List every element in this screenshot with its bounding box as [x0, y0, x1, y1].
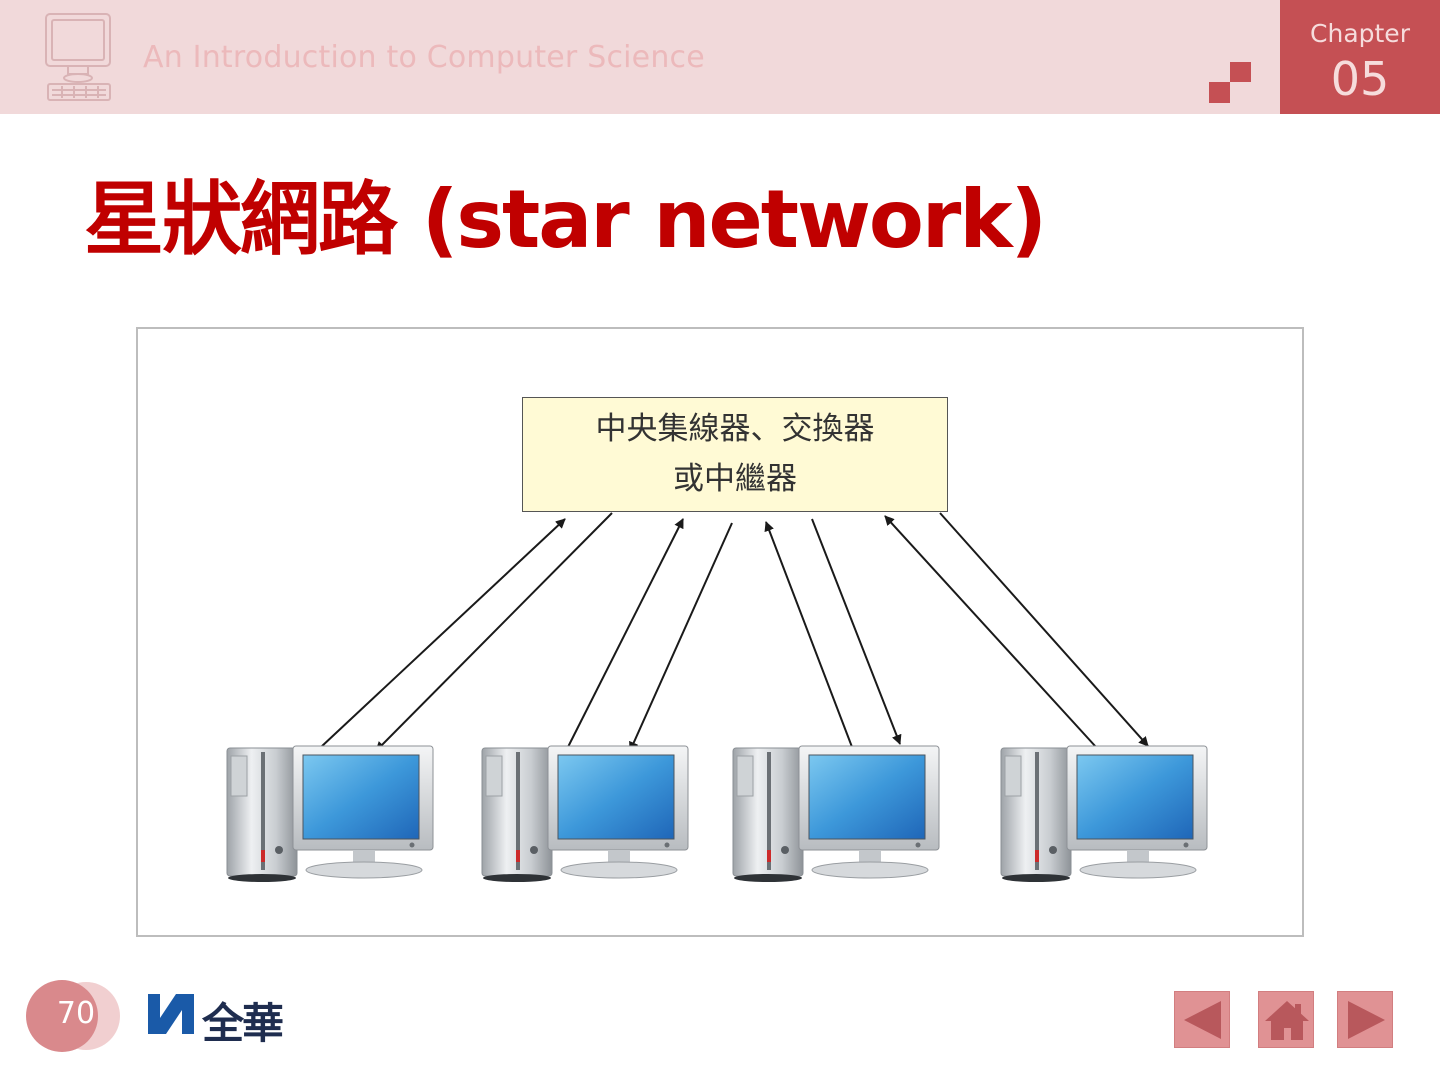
publisher-logo-icon	[146, 990, 196, 1038]
chapter-number: 05	[1280, 52, 1440, 106]
chapter-label: Chapter	[1280, 19, 1440, 48]
arrow-from-hub	[376, 513, 612, 751]
home-icon	[1259, 992, 1315, 1049]
hub-label-line-2: 或中繼器	[523, 454, 947, 504]
publisher-name: 全華	[202, 990, 282, 1051]
star-network-figure: 中央集線器、交換器 或中繼器	[136, 327, 1304, 937]
next-slide-button[interactable]	[1337, 991, 1393, 1048]
page-number: 70	[38, 996, 114, 1031]
arrow-from-hub	[630, 523, 732, 751]
triangle-right-icon	[1338, 992, 1394, 1049]
triangle-left-icon	[1175, 992, 1231, 1049]
computer-icon	[482, 746, 688, 882]
arrow-to-hub	[321, 519, 565, 747]
arrow-to-hub	[568, 519, 683, 747]
chapter-badge: Chapter 05	[1280, 0, 1440, 114]
course-title: An Introduction to Computer Science	[143, 40, 705, 75]
hub-label-line-1: 中央集線器、交換器	[523, 404, 947, 454]
decorative-squares	[1208, 62, 1252, 104]
computer-icon	[733, 746, 939, 882]
header-band: An Introduction to Computer Science Chap…	[0, 0, 1440, 114]
computer-icon	[42, 12, 116, 104]
arrow-from-hub	[812, 519, 900, 744]
hub-box: 中央集線器、交換器 或中繼器	[522, 397, 948, 512]
home-button[interactable]	[1258, 991, 1314, 1048]
slide-title: 星狀網路 (star network)	[84, 176, 1045, 264]
computer-icon	[227, 746, 433, 882]
computer-icon	[1001, 746, 1207, 882]
prev-slide-button[interactable]	[1174, 991, 1230, 1048]
arrow-from-hub	[940, 513, 1148, 746]
arrow-to-hub	[766, 522, 852, 747]
arrow-to-hub	[885, 516, 1096, 747]
